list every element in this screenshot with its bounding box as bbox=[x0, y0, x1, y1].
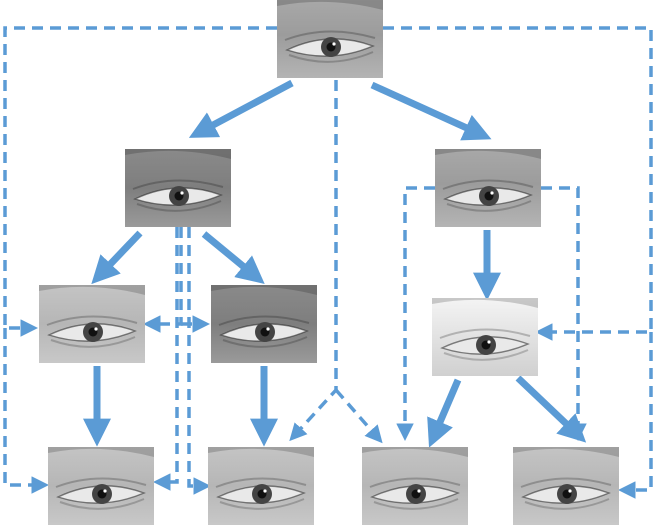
eye-image-leaf-3 bbox=[361, 446, 469, 525]
eye-image-leaf-2 bbox=[207, 446, 315, 525]
eye-image-l2-a bbox=[38, 284, 146, 363]
edge-l1-right-to-leaf-3-dashed bbox=[396, 186, 435, 441]
edge-root-to-leaf-1-dashed bbox=[3, 328, 49, 494]
edge-root-to-leaf-2-dashed bbox=[289, 80, 338, 442]
eye-image-l2-c bbox=[431, 297, 539, 376]
edge-l1-left-to-leaf-1-dashed bbox=[153, 227, 179, 491]
nodes-layer bbox=[38, 0, 620, 525]
eye-image-root bbox=[276, 0, 384, 78]
edge-l2-c-to-leaf-4-solid bbox=[515, 375, 587, 443]
edge-l2-c-to-leaf-3-solid bbox=[427, 378, 462, 448]
edge-l1-left-to-leaf-2-dashed bbox=[187, 227, 211, 495]
edges-layer bbox=[3, 26, 653, 499]
edge-l1-left-to-l2-a-solid bbox=[91, 230, 143, 285]
edge-root-to-l2-a-dashed bbox=[3, 26, 277, 337]
eye-image-l2-b bbox=[210, 284, 318, 363]
edge-root-to-l2-c-dashed bbox=[383, 26, 653, 341]
eye-image-leaf-4 bbox=[512, 446, 620, 525]
eye-image-leaf-1 bbox=[47, 446, 155, 525]
edge-root-to-leaf-3-dashed bbox=[334, 388, 383, 444]
edge-root-to-leaf-4-dashed bbox=[618, 332, 653, 499]
edge-root-to-l1-left-solid bbox=[188, 79, 294, 138]
eye-image-l1-right bbox=[434, 148, 542, 227]
edge-l1-left-to-l2-b-solid bbox=[201, 231, 265, 285]
eye-image-l1-left bbox=[124, 148, 232, 227]
edge-l1-right-to-leaf-4-dashed bbox=[541, 186, 587, 441]
edge-root-to-l1-right-solid bbox=[370, 81, 492, 141]
